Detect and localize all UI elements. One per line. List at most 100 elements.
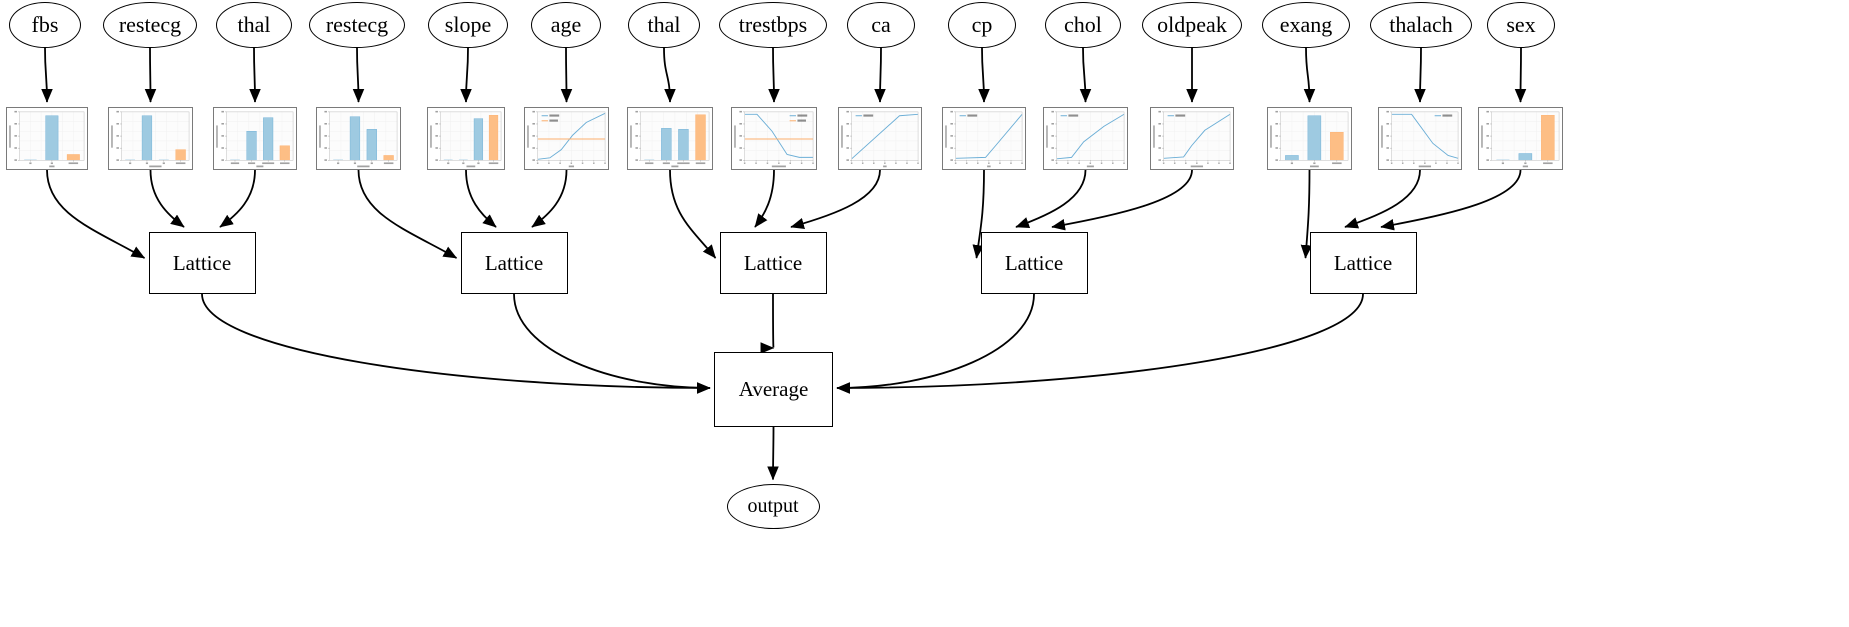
feature-node-fbs[interactable]: fbs <box>9 2 81 48</box>
chart-cal-ca <box>839 108 921 169</box>
bar-1 <box>1307 115 1322 161</box>
edge-restecg1-to-calibrator <box>144 47 157 103</box>
calibrator-panel-slope[interactable] <box>427 107 505 170</box>
bar-2 <box>366 129 377 161</box>
feature-node-sex[interactable]: sex <box>1487 2 1555 48</box>
calibrator-panel-restecg2[interactable] <box>316 107 401 170</box>
edge-calibrator-14-to-lattice-5 <box>1380 169 1522 231</box>
feature-node-age[interactable]: age <box>531 2 601 48</box>
average-node[interactable]: Average <box>714 352 833 427</box>
edge-age-to-calibrator <box>560 47 573 103</box>
series-observed <box>1056 113 1125 160</box>
feature-node-trestbps[interactable]: trestbps <box>719 2 827 48</box>
chart-cal-sex <box>1479 108 1562 169</box>
chart-cal-thal1 <box>214 108 296 169</box>
edge-ca-to-calibrator <box>874 47 886 103</box>
feature-node-label: trestbps <box>738 12 808 37</box>
lattice-node-3[interactable]: Lattice <box>719 232 827 294</box>
chart-cal-fbs <box>7 108 87 169</box>
edge-average-to-output <box>767 426 779 481</box>
calibrator-panel-trestbps[interactable] <box>731 107 817 170</box>
edge-thal2-to-calibrator <box>663 47 676 103</box>
feature-node-cp[interactable]: cp <box>948 2 1016 48</box>
edge-calibrator-3-to-lattice-2 <box>357 169 458 259</box>
bar-2 <box>1330 131 1344 161</box>
feature-node-thal1[interactable]: thal <box>216 2 292 48</box>
lattice-node-label: Lattice <box>743 250 803 275</box>
lattice-node-5[interactable]: Lattice <box>1309 232 1417 294</box>
edge-calibrator-2-to-lattice-1 <box>219 169 256 228</box>
feature-node-restecg2[interactable]: restecg <box>309 2 405 48</box>
calibrator-panel-restecg1[interactable] <box>108 107 193 170</box>
bar-1 <box>141 115 153 161</box>
edge-fbs-to-calibrator <box>41 47 53 103</box>
chart-cal-chol <box>1044 108 1127 169</box>
calibrator-panel-chol[interactable] <box>1043 107 1128 170</box>
edge-calibrator-5-to-lattice-2 <box>531 169 568 228</box>
lattice-node-label: Lattice <box>1004 250 1064 275</box>
calibrator-panel-thal1[interactable] <box>213 107 297 170</box>
feature-node-label: restecg <box>325 12 389 37</box>
calibrator-panel-fbs[interactable] <box>6 107 88 170</box>
bar-1 <box>1518 153 1533 161</box>
feature-node-ca[interactable]: ca <box>847 2 915 48</box>
feature-node-label: sex <box>1506 12 1536 37</box>
lattice-node-4[interactable]: Lattice <box>980 232 1088 294</box>
chart-cal-exang <box>1268 108 1351 169</box>
calibrator-panel-cp[interactable] <box>942 107 1026 170</box>
bar-2 <box>263 117 274 161</box>
series-observed <box>1163 113 1231 159</box>
feature-node-label: fbs <box>31 12 59 37</box>
calibrator-panel-sex[interactable] <box>1478 107 1563 170</box>
edge-lattice-1-to-average <box>201 293 711 394</box>
edge-calibrator-7-to-lattice-3 <box>754 169 775 228</box>
edge-lattice-3-to-average <box>760 293 775 353</box>
feature-node-oldpeak[interactable]: oldpeak <box>1142 2 1242 48</box>
feature-node-chol[interactable]: chol <box>1045 2 1121 48</box>
edge-slope-to-calibrator <box>460 47 472 103</box>
lattice-node-2[interactable]: Lattice <box>460 232 568 294</box>
calibrator-panel-exang[interactable] <box>1267 107 1352 170</box>
calibrator-panel-age[interactable] <box>524 107 609 170</box>
chart-cal-trestbps <box>732 108 816 169</box>
bar-1 <box>45 115 59 161</box>
feature-node-slope[interactable]: slope <box>428 2 508 48</box>
edge-lattice-5-to-average <box>836 293 1364 394</box>
feature-node-restecg1[interactable]: restecg <box>103 2 197 48</box>
calibrator-panel-oldpeak[interactable] <box>1150 107 1234 170</box>
feature-node-exang[interactable]: exang <box>1262 2 1350 48</box>
feature-node-thal2[interactable]: thal <box>628 2 700 48</box>
lattice-node-label: Lattice <box>484 250 544 275</box>
bar-2 <box>678 129 689 161</box>
edge-chol-to-calibrator <box>1079 47 1092 103</box>
feature-node-label: restecg <box>118 12 182 37</box>
chart-cal-slope <box>428 108 504 169</box>
edge-calibrator-0-to-lattice-1 <box>46 169 146 259</box>
chart-cal-thalach <box>1379 108 1461 169</box>
lattice-node-1[interactable]: Lattice <box>148 232 256 294</box>
edge-calibrator-6-to-lattice-3 <box>669 169 717 259</box>
bar-0 <box>1285 155 1299 161</box>
edge-calibrator-1-to-lattice-1 <box>149 169 185 228</box>
bar-2 <box>66 154 80 161</box>
chart-cal-cp <box>943 108 1025 169</box>
feature-node-label: age <box>550 12 582 37</box>
bar-3 <box>695 114 706 161</box>
feature-node-label: cp <box>971 12 993 37</box>
calibrator-panel-thalach[interactable] <box>1378 107 1462 170</box>
output-node-label: output <box>747 495 799 517</box>
calibrator-panel-ca[interactable] <box>838 107 922 170</box>
series-observed <box>1391 113 1459 159</box>
edge-trestbps-to-calibrator <box>768 47 780 103</box>
output-node[interactable]: output <box>726 483 820 529</box>
bar-1 <box>661 128 672 161</box>
feature-node-thalach[interactable]: thalach <box>1370 2 1472 48</box>
bar-2 <box>473 118 484 161</box>
edge-calibrator-11-to-lattice-4 <box>1051 169 1193 231</box>
calibrator-panel-thal2[interactable] <box>627 107 713 170</box>
lattice-node-label: Lattice <box>1333 250 1393 275</box>
series-observed <box>537 112 606 160</box>
bar-1 <box>246 131 257 161</box>
